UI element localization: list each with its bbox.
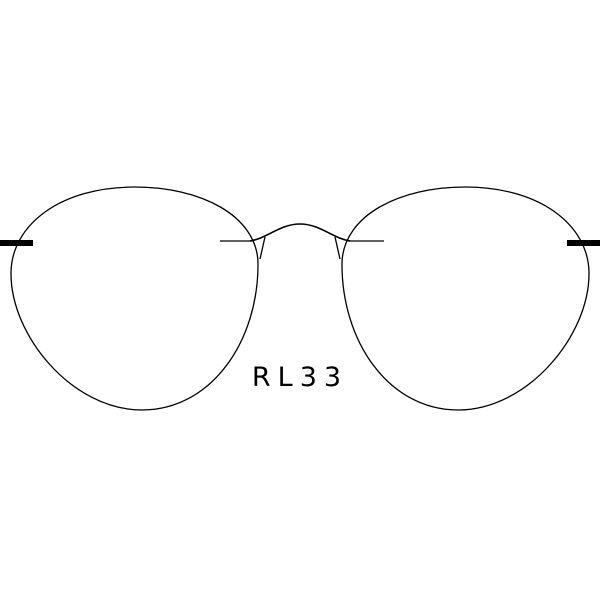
right-lens — [341, 186, 590, 411]
left-lens — [10, 186, 259, 411]
right-nose-pad-arm — [334, 236, 341, 260]
left-nose-pad-arm — [259, 236, 266, 260]
right-temple-hinge — [567, 240, 600, 246]
left-temple-hinge — [0, 240, 33, 246]
bridge — [249, 223, 351, 242]
model-label: RL33 — [251, 362, 349, 393]
